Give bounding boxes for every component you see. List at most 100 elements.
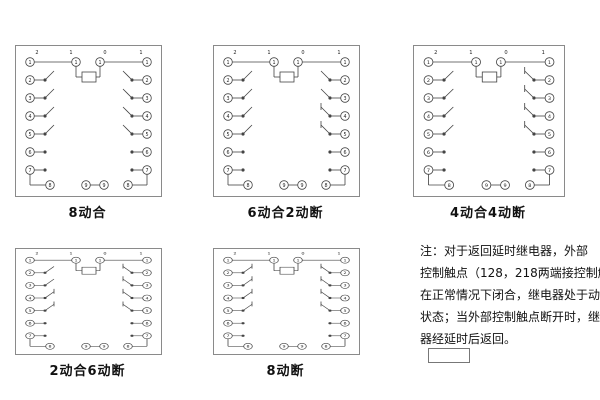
svg-text:5: 5 <box>226 309 229 313</box>
svg-text:5: 5 <box>145 132 148 138</box>
svg-text:1: 1 <box>145 258 148 262</box>
svg-text:1: 1 <box>74 60 77 66</box>
svg-text:1: 1 <box>469 50 472 56</box>
svg-text:7: 7 <box>226 168 229 174</box>
svg-text:5: 5 <box>343 132 346 138</box>
svg-text:5: 5 <box>28 309 31 313</box>
svg-text:1: 1 <box>542 50 545 56</box>
svg-text:7: 7 <box>343 334 346 338</box>
svg-text:1: 1 <box>337 50 340 56</box>
svg-text:8: 8 <box>246 344 249 348</box>
svg-text:6: 6 <box>145 321 148 325</box>
note-line: 注：对于返回延时继电器，外部 <box>420 244 589 258</box>
svg-text:5: 5 <box>427 132 430 138</box>
svg-text:2: 2 <box>226 271 229 275</box>
note-end-box <box>428 348 470 363</box>
svg-text:3: 3 <box>145 283 148 287</box>
svg-text:1: 1 <box>267 50 270 56</box>
svg-text:9: 9 <box>503 183 506 189</box>
svg-text:1: 1 <box>427 60 430 66</box>
svg-text:1: 1 <box>296 258 299 262</box>
svg-text:2: 2 <box>434 50 437 56</box>
panel-title: 2动合6动断 <box>49 364 126 379</box>
panel-title: 4动合4动断 <box>449 206 527 221</box>
svg-text:3: 3 <box>226 96 229 102</box>
svg-text:2: 2 <box>343 271 346 275</box>
svg-text:8: 8 <box>48 183 51 189</box>
svg-text:1: 1 <box>272 258 275 262</box>
svg-text:9: 9 <box>300 183 303 189</box>
svg-text:9: 9 <box>300 344 303 348</box>
svg-text:1: 1 <box>98 60 101 66</box>
svg-text:1: 1 <box>98 258 101 262</box>
svg-text:6: 6 <box>343 150 346 156</box>
svg-text:6: 6 <box>145 150 148 156</box>
svg-text:2: 2 <box>35 50 38 56</box>
svg-text:3: 3 <box>427 96 430 102</box>
svg-text:1: 1 <box>296 60 299 66</box>
svg-text:7: 7 <box>548 168 551 174</box>
svg-text:3: 3 <box>343 96 346 102</box>
svg-text:2: 2 <box>145 271 148 275</box>
svg-text:1: 1 <box>337 251 340 256</box>
svg-text:1: 1 <box>226 60 229 66</box>
svg-text:2: 2 <box>145 78 148 84</box>
svg-text:7: 7 <box>145 168 148 174</box>
svg-text:1: 1 <box>548 60 551 66</box>
svg-text:3: 3 <box>145 96 148 102</box>
svg-text:1: 1 <box>267 251 270 256</box>
svg-text:8: 8 <box>324 344 327 348</box>
svg-text:2: 2 <box>548 78 551 84</box>
panel-title: 6动合2动断 <box>247 206 324 221</box>
panel-title: 8动合 <box>68 206 107 221</box>
svg-text:8: 8 <box>48 344 51 348</box>
svg-text:1: 1 <box>28 60 31 66</box>
svg-text:2: 2 <box>233 50 236 56</box>
svg-text:0: 0 <box>301 251 304 256</box>
svg-text:4: 4 <box>226 114 229 120</box>
svg-text:1: 1 <box>499 60 502 66</box>
svg-text:9: 9 <box>84 183 87 189</box>
svg-text:1: 1 <box>139 50 142 56</box>
svg-text:8: 8 <box>324 183 327 189</box>
svg-text:5: 5 <box>28 132 31 138</box>
svg-text:4: 4 <box>145 114 148 120</box>
svg-text:8: 8 <box>528 183 531 189</box>
svg-text:8: 8 <box>246 183 249 189</box>
svg-text:3: 3 <box>548 96 551 102</box>
svg-text:1: 1 <box>28 258 31 262</box>
svg-text:0: 0 <box>103 50 106 56</box>
svg-text:6: 6 <box>343 321 346 325</box>
svg-text:9: 9 <box>485 183 488 189</box>
svg-text:3: 3 <box>226 283 229 287</box>
svg-text:7: 7 <box>226 334 229 338</box>
svg-text:8: 8 <box>126 183 129 189</box>
svg-text:4: 4 <box>28 296 31 300</box>
svg-text:7: 7 <box>28 168 31 174</box>
svg-text:7: 7 <box>343 168 346 174</box>
svg-text:1: 1 <box>272 60 275 66</box>
svg-text:6: 6 <box>226 150 229 156</box>
svg-text:1: 1 <box>74 258 77 262</box>
svg-text:4: 4 <box>28 114 31 120</box>
svg-text:7: 7 <box>427 168 430 174</box>
svg-text:6: 6 <box>548 150 551 156</box>
svg-text:1: 1 <box>69 50 72 56</box>
svg-text:4: 4 <box>226 296 229 300</box>
svg-text:9: 9 <box>84 344 87 348</box>
svg-text:7: 7 <box>145 334 148 338</box>
svg-text:9: 9 <box>102 183 105 189</box>
svg-text:0: 0 <box>103 251 106 256</box>
svg-text:0: 0 <box>504 50 507 56</box>
svg-text:2: 2 <box>427 78 430 84</box>
svg-text:9: 9 <box>282 183 285 189</box>
